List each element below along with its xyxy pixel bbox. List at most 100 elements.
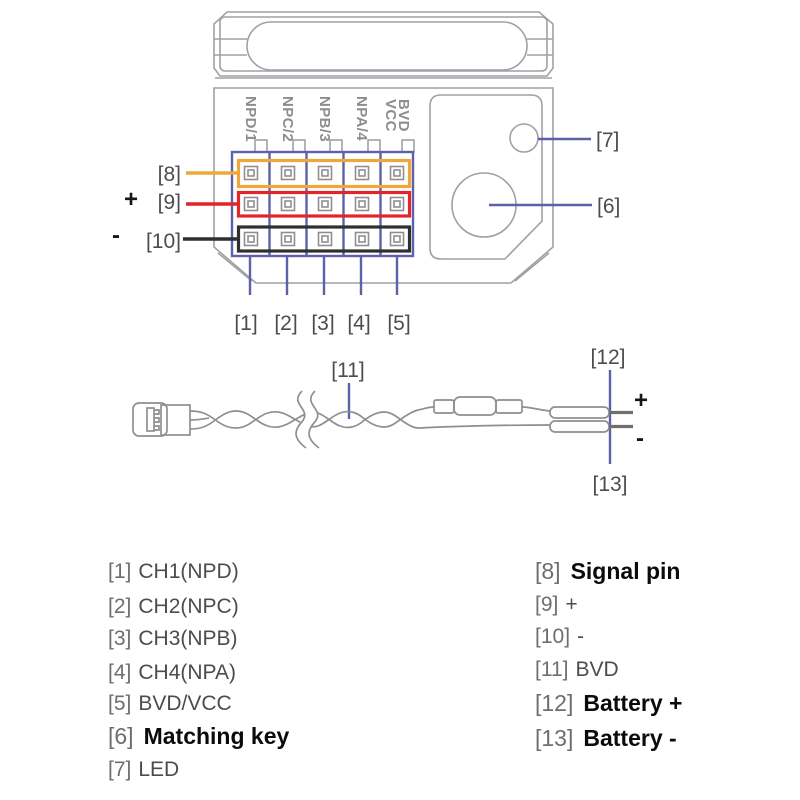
break-gap — [296, 386, 318, 453]
legend-item-bvdvcc: [5] BVD/VCC — [108, 692, 232, 716]
fuse-body — [453, 396, 497, 416]
legend-label: - — [577, 625, 585, 648]
pin — [389, 231, 405, 247]
legend-item-battery-plus: [12]Battery + — [535, 690, 682, 717]
legend-num: [3] — [108, 627, 132, 650]
legend-num: [1] — [108, 560, 132, 583]
legend-item-ch2: [2] CH2(NPC) — [108, 595, 239, 619]
fuse-left-cap — [433, 399, 455, 414]
callout-col3: [3] — [311, 312, 334, 335]
led-circle — [509, 123, 539, 153]
pin-label-vcc: VCC — [382, 99, 399, 132]
receiver-body — [213, 87, 554, 284]
legend-label: LED — [138, 758, 180, 781]
legend-item-led: [7] LED — [108, 758, 179, 782]
legend-num: [2] — [108, 595, 132, 618]
callout-col1: [1] — [234, 312, 257, 335]
right-panel — [429, 94, 543, 260]
battery-plus-terminal — [549, 406, 610, 419]
legend-num: [13] — [535, 725, 574, 751]
pin — [280, 231, 296, 247]
legend-num: [7] — [108, 758, 132, 781]
pin-label-npa4: NPA/4 — [353, 96, 370, 141]
legend-label: + — [565, 593, 578, 616]
pin-column-labels: NPD/1 NPC/2 NPB/3 NPA/4 BVD VCC — [242, 96, 412, 142]
pin-label-npb3: NPB/3 — [316, 96, 333, 142]
callout-battery-plus: [12] — [590, 346, 625, 369]
legend-label: BVD/VCC — [138, 692, 232, 715]
break-squiggle-left — [295, 390, 307, 449]
pin — [317, 165, 333, 181]
pin-label-bvd: BVD — [395, 99, 412, 132]
legend-num: [6] — [108, 723, 134, 749]
legend-item-battery-minus: [13] Battery - — [535, 725, 677, 752]
receiver-outline-group — [213, 11, 554, 284]
legend-item-signal-pin: [8] Signal pin — [535, 558, 680, 585]
antenna-holder-inner-line — [219, 16, 548, 72]
diagram-canvas: NPD/1 NPC/2 NPB/3 NPA/4 BVD VCC — [112, 11, 648, 496]
pin — [243, 231, 259, 247]
callout-cable-bvd: [11] — [331, 359, 364, 382]
callout-signal-row: [8] — [158, 163, 181, 186]
plus-row-sign: + — [124, 186, 138, 213]
legend-num: [4] — [108, 661, 132, 684]
callout-col4: [4] — [347, 312, 370, 335]
wire-strand-c — [189, 417, 210, 421]
battery-minus-sign: - — [636, 425, 644, 452]
callout-col2: [2] — [274, 312, 297, 335]
battery-minus-terminal — [549, 420, 610, 433]
break-squiggle-right — [308, 390, 320, 449]
pin — [280, 196, 296, 212]
pin — [317, 231, 333, 247]
pin-label-npd1: NPD/1 — [242, 96, 259, 142]
minus-row-highlight — [236, 225, 412, 253]
legend-item-bvd: [11]BVD — [535, 658, 619, 682]
legend-label: CH4(NPA) — [138, 661, 236, 684]
legend-item-minus: [10]- — [535, 625, 584, 649]
wire-to-fuse — [417, 406, 435, 411]
callout-matching-key: [6] — [597, 195, 620, 218]
wire-bottom-to-terminal — [417, 424, 551, 429]
legend-item-matching-key: [6]Matching key — [108, 723, 289, 750]
legend-label: Battery + — [583, 690, 683, 716]
callout-minus-row: [10] — [146, 230, 181, 253]
legend-label: CH1(NPD) — [138, 560, 239, 583]
battery-plus-sign: + — [634, 387, 648, 414]
pin — [389, 196, 405, 212]
plus-row-highlight — [236, 190, 412, 218]
pin — [389, 165, 405, 181]
legend-num: [11] — [535, 658, 569, 681]
pin — [243, 165, 259, 181]
plug-housing — [132, 402, 168, 437]
fuse-right-cap — [495, 399, 523, 414]
legend-label: CH3(NPB) — [138, 627, 238, 650]
legend-label: CH2(NPC) — [138, 595, 239, 618]
chamfer-detail-lines — [217, 252, 550, 282]
pin-label-npc2: NPC/2 — [279, 96, 296, 142]
legend-num: [8] — [535, 558, 561, 584]
minus-row-sign: - — [112, 222, 120, 249]
callout-led: [7] — [596, 129, 619, 152]
signal-row-highlight — [236, 158, 412, 189]
plug-comb — [146, 407, 155, 432]
pin-grid-column-dividers — [268, 152, 382, 256]
legend-item-ch4: [4] CH4(NPA) — [108, 661, 236, 685]
legend-num: [5] — [108, 692, 132, 715]
cable-group — [132, 386, 633, 453]
pin — [317, 196, 333, 212]
plug-body — [160, 404, 191, 436]
legend-item-plus: [9]+ — [535, 593, 578, 617]
terminal-stubs — [609, 410, 633, 429]
callout-plus-row: [9] — [158, 191, 181, 214]
legend-label: Battery - — [583, 725, 677, 751]
callout-battery-minus: [13] — [592, 473, 627, 496]
pin — [354, 196, 370, 212]
pin — [354, 165, 370, 181]
legend-num: [10] — [535, 625, 571, 648]
legend-item-ch1: [1] CH1(NPD) — [108, 560, 239, 584]
pin — [280, 165, 296, 181]
callout-col5: [5] — [387, 312, 410, 335]
legend-label: Signal pin — [570, 558, 681, 584]
right-clip-lines — [527, 38, 553, 56]
